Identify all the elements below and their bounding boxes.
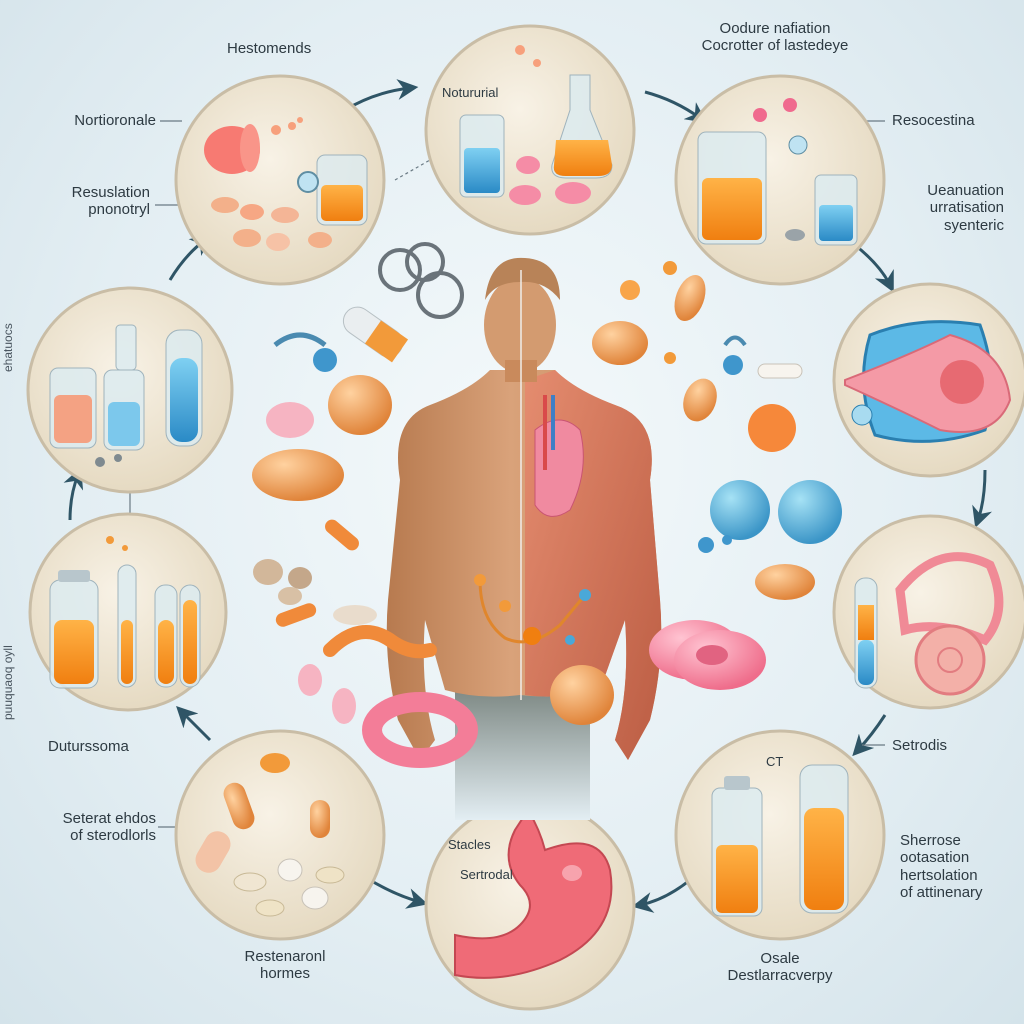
label-osale: Osale Destlarracverpy	[727, 950, 833, 985]
stage-circle-2	[424, 24, 636, 236]
label-stacles: Stacles	[448, 837, 491, 852]
label-duturssoma: Duturssoma	[48, 738, 129, 755]
label-seterat-ehdos: Seterat ehdos of sterodlorls	[62, 810, 156, 845]
label-left-edge-bottom: puuquaoq oyll	[1, 645, 15, 720]
label-ct: CT	[766, 754, 784, 769]
label-notururial: Notururial	[442, 85, 499, 100]
label-left-edge-top: ehatuocs	[1, 323, 15, 372]
label-resocestina: Resocestina	[892, 112, 975, 129]
arrow-bottom-left	[369, 878, 429, 909]
stage-circle-4	[832, 282, 1024, 478]
label-setrodis: Setrodis	[892, 737, 948, 754]
floating-molecules	[252, 242, 842, 768]
stage-circle-10	[26, 286, 234, 494]
stage-circle-6	[674, 729, 886, 941]
stage-circle-8	[174, 729, 386, 941]
label-oodure-nafiation: Oodure nafiation Cocrotter of lastedeye	[701, 20, 849, 55]
arrow-right-2	[972, 469, 993, 528]
arrow-left-2	[63, 467, 84, 521]
stage-circle-7	[424, 799, 636, 1011]
arrow-right-3	[852, 714, 887, 757]
label-restenaronl: Restenaronl hormes	[244, 948, 326, 983]
label-sertrodal: Sertrodal	[460, 867, 513, 882]
stage-circle-9	[28, 512, 228, 712]
label-nortioronale: Nortioronale	[74, 112, 156, 129]
label-hestomends: Hestomends	[227, 40, 312, 57]
arrow-left-3	[176, 706, 212, 742]
human-figure	[386, 257, 662, 820]
arrow-top-right	[644, 90, 707, 123]
stage-circle-3	[674, 74, 886, 286]
label-ueanuation: Ueanuation urratisation syenteric	[927, 182, 1004, 234]
stage-circle-5	[832, 514, 1024, 710]
arrow-bottom-right	[631, 878, 691, 913]
label-sherrose: Sherrose ootasation hertsolation of atti…	[900, 832, 983, 901]
stage-circle-1	[174, 74, 386, 286]
label-resuslation: Resuslation pnonotryl	[71, 184, 150, 219]
arrow-right-1	[854, 243, 894, 293]
